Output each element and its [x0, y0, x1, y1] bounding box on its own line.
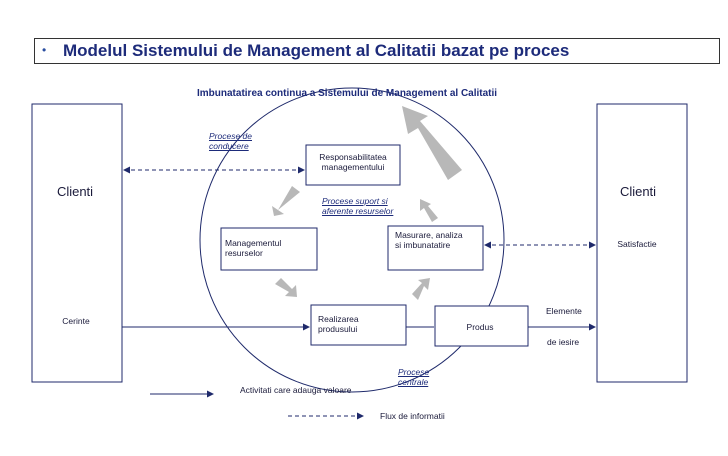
outputs-label-line2: de iesire	[547, 337, 580, 347]
satisfaction-label: Satisfactie	[617, 239, 657, 249]
product-label: Produs	[466, 322, 494, 332]
realization-label: Realizarea produsului	[318, 314, 359, 334]
box-resources	[220, 227, 318, 271]
management-processes-label: Procese de conducere	[209, 131, 252, 151]
gray-arrow-down-left-icon	[272, 186, 300, 216]
box-product	[434, 305, 529, 347]
box-measurement	[387, 225, 484, 271]
core-processes-label: Procese centrale	[398, 367, 430, 387]
responsibility-label: Responsabilitatea managementului	[319, 152, 387, 172]
requirements-label: Cerinte	[62, 316, 90, 326]
gray-arrow-down-right-icon	[275, 278, 297, 297]
process-circle	[199, 87, 505, 393]
improvement-label: Imbunatatirea continua a Sistemului de M…	[197, 88, 498, 99]
page-title: Modelul Sistemului de Management al Cali…	[63, 41, 570, 60]
cycle-arrows	[272, 106, 462, 300]
legend-info-flow: Flux de informatii	[380, 411, 445, 421]
large-gray-arrow-icon	[402, 106, 462, 180]
right-clients-title: Clienti	[619, 184, 657, 199]
resources-label: Managementul resurselor	[225, 238, 282, 258]
gray-arrow-up-right-icon	[412, 278, 430, 300]
title-bar: • Modelul Sistemului de Management al Ca…	[34, 38, 720, 64]
clients-left-box	[31, 103, 123, 383]
clients-right-box	[596, 103, 688, 383]
box-realization	[310, 304, 407, 346]
outputs-label-line1: Elemente	[546, 306, 582, 316]
measurement-label: Masurare, analiza si imbunatatire	[395, 230, 463, 250]
gray-arrow-up-left-icon	[420, 199, 438, 222]
left-clients-title: Clienti	[56, 184, 94, 199]
box-responsibility	[305, 144, 401, 186]
support-processes-label: Procese suport si aferente resurselor	[322, 196, 394, 216]
title-bullet: •	[42, 43, 47, 57]
legend-value-activities: Activitati care adauga valoare	[240, 385, 352, 395]
